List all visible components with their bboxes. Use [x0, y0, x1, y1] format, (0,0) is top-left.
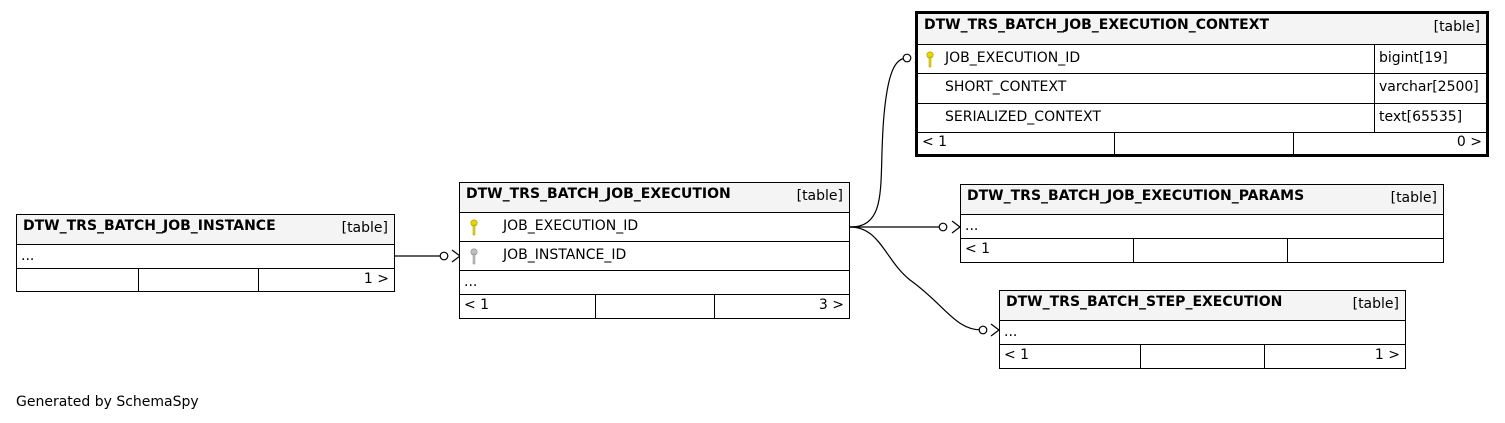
- more-columns: ...: [965, 218, 979, 234]
- table-kind: [table]: [1433, 19, 1480, 35]
- table-header: DTW_TRS_BATCH_JOB_EXECUTION_PARAMS [tabl…: [961, 185, 1443, 215]
- primary-key-icon: [926, 51, 934, 68]
- table-header: DTW_TRS_BATCH_STEP_EXECUTION [table]: [1000, 291, 1405, 321]
- column-type: bigint[19]: [1379, 50, 1448, 66]
- table-name[interactable]: DTW_TRS_BATCH_JOB_INSTANCE: [23, 218, 276, 234]
- link-execution-context: [849, 57, 908, 228]
- table-job-execution-params[interactable]: DTW_TRS_BATCH_JOB_EXECUTION_PARAMS [tabl…: [960, 184, 1444, 263]
- column-name: JOB_EXECUTION_ID: [945, 50, 1081, 66]
- table-footer: < 1: [961, 239, 1443, 262]
- more-columns: ...: [464, 274, 478, 290]
- table-header: DTW_TRS_BATCH_JOB_EXECUTION_CONTEXT [tab…: [918, 14, 1486, 45]
- table-job-instance[interactable]: DTW_TRS_BATCH_JOB_INSTANCE [table] ... 1…: [16, 214, 395, 292]
- table-kind: [table]: [796, 188, 843, 204]
- table-name[interactable]: DTW_TRS_BATCH_JOB_EXECUTION_PARAMS: [967, 188, 1305, 204]
- more-columns-row[interactable]: ...: [17, 245, 394, 269]
- more-columns: ...: [1004, 324, 1018, 340]
- table-kind: [table]: [1390, 190, 1437, 206]
- more-columns-row[interactable]: ...: [1000, 321, 1405, 345]
- column-row[interactable]: JOB_EXECUTION_ID: [460, 213, 849, 242]
- table-footer: 1 >: [17, 269, 394, 291]
- generated-by-caption: Generated by SchemaSpy: [16, 394, 199, 410]
- foreign-key-icon: [470, 248, 478, 265]
- children-count[interactable]: 1 >: [363, 271, 389, 287]
- children-count[interactable]: 1 >: [1374, 347, 1400, 363]
- table-name[interactable]: DTW_TRS_BATCH_JOB_EXECUTION: [466, 186, 731, 202]
- children-count[interactable]: 3 >: [818, 297, 844, 313]
- column-name: JOB_EXECUTION_ID: [503, 218, 639, 234]
- primary-key-icon: [470, 219, 478, 236]
- table-step-execution[interactable]: DTW_TRS_BATCH_STEP_EXECUTION [table] ...…: [999, 290, 1406, 369]
- more-columns-row[interactable]: ...: [961, 215, 1443, 239]
- table-footer: < 1 1 >: [1000, 345, 1405, 368]
- column-row[interactable]: JOB_EXECUTION_ID bigint[19]: [918, 45, 1486, 74]
- table-footer: < 1 3 >: [460, 295, 849, 318]
- parents-count[interactable]: < 1: [1004, 347, 1030, 363]
- link-execution-step: [849, 226, 983, 331]
- children-count[interactable]: 0 >: [1456, 134, 1482, 150]
- column-type: text[65535]: [1379, 109, 1463, 125]
- column-row[interactable]: SERIALIZED_CONTEXT text[65535]: [918, 104, 1486, 133]
- column-row[interactable]: JOB_INSTANCE_ID: [460, 242, 849, 271]
- table-kind: [table]: [341, 220, 388, 236]
- table-header: DTW_TRS_BATCH_JOB_INSTANCE [table]: [17, 215, 394, 245]
- table-job-execution-context[interactable]: DTW_TRS_BATCH_JOB_EXECUTION_CONTEXT [tab…: [915, 11, 1489, 157]
- table-job-execution[interactable]: DTW_TRS_BATCH_JOB_EXECUTION [table] JOB_…: [459, 182, 850, 319]
- parents-count[interactable]: < 1: [464, 297, 490, 313]
- column-name: SERIALIZED_CONTEXT: [945, 109, 1101, 125]
- table-name[interactable]: DTW_TRS_BATCH_JOB_EXECUTION_CONTEXT: [924, 17, 1270, 33]
- column-name: JOB_INSTANCE_ID: [503, 247, 627, 263]
- table-kind: [table]: [1352, 296, 1399, 312]
- more-columns: ...: [21, 248, 35, 264]
- table-name[interactable]: DTW_TRS_BATCH_STEP_EXECUTION: [1006, 294, 1283, 310]
- table-footer: < 1 0 >: [918, 133, 1486, 154]
- more-columns-row[interactable]: ...: [460, 271, 849, 295]
- table-header: DTW_TRS_BATCH_JOB_EXECUTION [table]: [460, 183, 849, 213]
- column-name: SHORT_CONTEXT: [945, 79, 1067, 95]
- column-type: varchar[2500]: [1379, 79, 1479, 95]
- parents-count[interactable]: < 1: [965, 241, 991, 257]
- parents-count[interactable]: < 1: [922, 134, 948, 150]
- column-row[interactable]: SHORT_CONTEXT varchar[2500]: [918, 74, 1486, 104]
